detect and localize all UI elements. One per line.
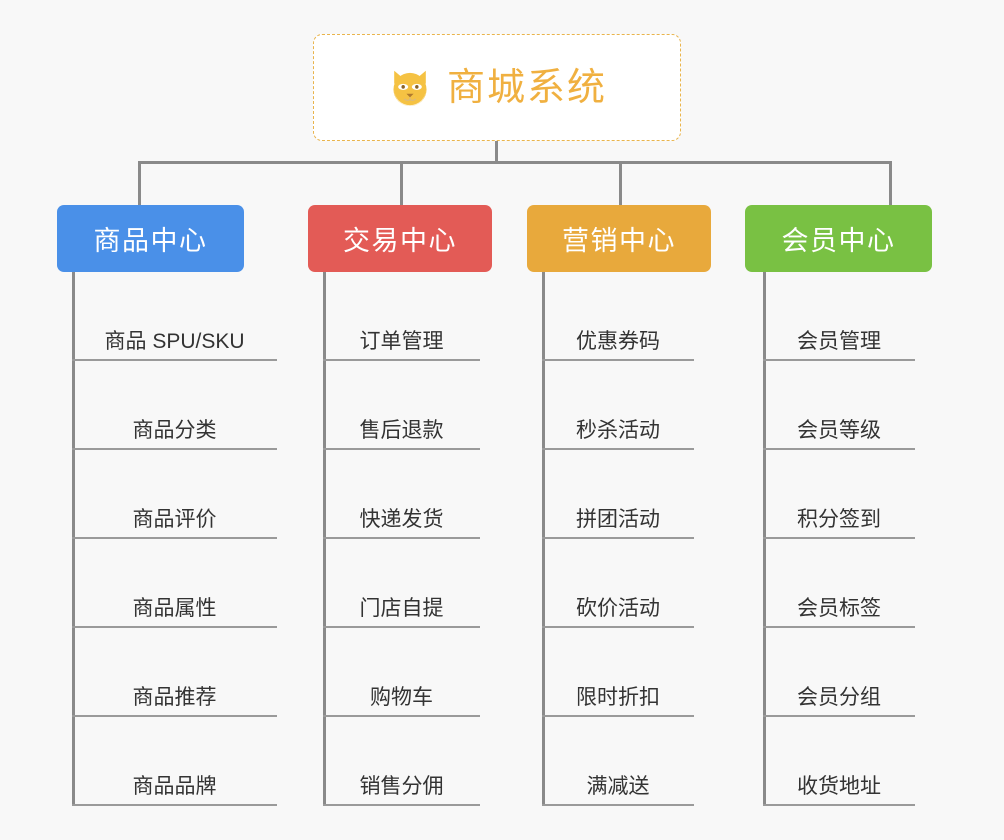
list-item[interactable]: 销售分佣 (323, 717, 480, 806)
leaf-label: 拼团活动 (576, 507, 660, 531)
branch-trunk-member-center (763, 272, 766, 806)
list-item[interactable]: 收货地址 (763, 717, 915, 806)
connector-drop-product-center (138, 161, 141, 205)
leaf-label: 满减送 (586, 774, 650, 798)
branch-trunk-product-center (72, 272, 75, 806)
leaf-list-product-center: 商品 SPU/SKU 商品分类商品评价商品属性商品推荐商品品牌 (72, 272, 277, 806)
connector-drop-trade-center (400, 161, 403, 205)
branch-header-product-center[interactable]: 商品中心 (57, 205, 244, 272)
shiba-dog-face-icon (393, 70, 427, 107)
leaf-label: 商品品牌 (132, 774, 217, 798)
leaf-label: 会员等级 (797, 418, 881, 442)
leaf-label: 会员标签 (797, 596, 881, 620)
list-item[interactable]: 商品属性 (72, 539, 277, 628)
leaf-label: 收货地址 (797, 774, 881, 798)
list-item[interactable]: 会员管理 (763, 272, 915, 361)
leaf-label: 快递发货 (359, 507, 444, 531)
leaf-label: 商品 SPU/SKU (104, 329, 245, 353)
list-item[interactable]: 快递发货 (323, 450, 480, 539)
branch-header-marketing-center[interactable]: 营销中心 (527, 205, 711, 272)
list-item[interactable]: 购物车 (323, 628, 480, 717)
connector-horizontal-bus (138, 161, 892, 164)
leaf-list-trade-center: 订单管理售后退款快递发货门店自提购物车销售分佣 (323, 272, 480, 806)
branch-header-member-center[interactable]: 会员中心 (745, 205, 932, 272)
leaf-label: 商品分类 (132, 418, 217, 442)
leaf-label: 秒杀活动 (576, 418, 660, 442)
list-item[interactable]: 砍价活动 (542, 539, 694, 628)
list-item[interactable]: 积分签到 (763, 450, 915, 539)
leaf-label: 会员分组 (797, 685, 881, 709)
connector-drop-marketing-center (619, 161, 622, 205)
list-item[interactable]: 门店自提 (323, 539, 480, 628)
list-item[interactable]: 商品评价 (72, 450, 277, 539)
list-item[interactable]: 会员等级 (763, 361, 915, 450)
list-item[interactable]: 商品推荐 (72, 628, 277, 717)
leaf-label: 商品评价 (132, 507, 217, 531)
list-item[interactable]: 会员分组 (763, 628, 915, 717)
list-item[interactable]: 商品品牌 (72, 717, 277, 806)
leaf-label: 会员管理 (797, 329, 881, 353)
connector-drop-member-center (889, 161, 892, 205)
root-node[interactable]: 商城系统 (313, 34, 681, 141)
leaf-label: 订单管理 (359, 329, 444, 353)
leaf-list-member-center: 会员管理会员等级积分签到会员标签会员分组收货地址 (763, 272, 915, 806)
list-item[interactable]: 会员标签 (763, 539, 915, 628)
list-item[interactable]: 优惠券码 (542, 272, 694, 361)
leaf-label: 商品属性 (132, 596, 217, 620)
leaf-list-marketing-center: 优惠券码秒杀活动拼团活动砍价活动限时折扣满减送 (542, 272, 694, 806)
list-item[interactable]: 商品 SPU/SKU (72, 272, 277, 361)
list-item[interactable]: 拼团活动 (542, 450, 694, 539)
list-item[interactable]: 秒杀活动 (542, 361, 694, 450)
leaf-label: 销售分佣 (359, 774, 444, 798)
list-item[interactable]: 商品分类 (72, 361, 277, 450)
leaf-label: 优惠券码 (576, 329, 660, 353)
leaf-label: 购物车 (370, 685, 433, 709)
list-item[interactable]: 售后退款 (323, 361, 480, 450)
leaf-label: 商品推荐 (132, 685, 217, 709)
branch-trunk-marketing-center (542, 272, 545, 806)
connector-root-stem (495, 141, 498, 164)
list-item[interactable]: 限时折扣 (542, 628, 694, 717)
list-item[interactable]: 订单管理 (323, 272, 480, 361)
branch-header-trade-center[interactable]: 交易中心 (308, 205, 492, 272)
leaf-label: 门店自提 (359, 596, 444, 620)
leaf-label: 限时折扣 (576, 685, 660, 709)
list-item[interactable]: 满减送 (542, 717, 694, 806)
leaf-label: 积分签到 (797, 507, 881, 531)
root-title: 商城系统 (446, 66, 607, 109)
leaf-label: 砍价活动 (576, 596, 660, 620)
branch-trunk-trade-center (323, 272, 326, 806)
leaf-label: 售后退款 (359, 418, 444, 442)
